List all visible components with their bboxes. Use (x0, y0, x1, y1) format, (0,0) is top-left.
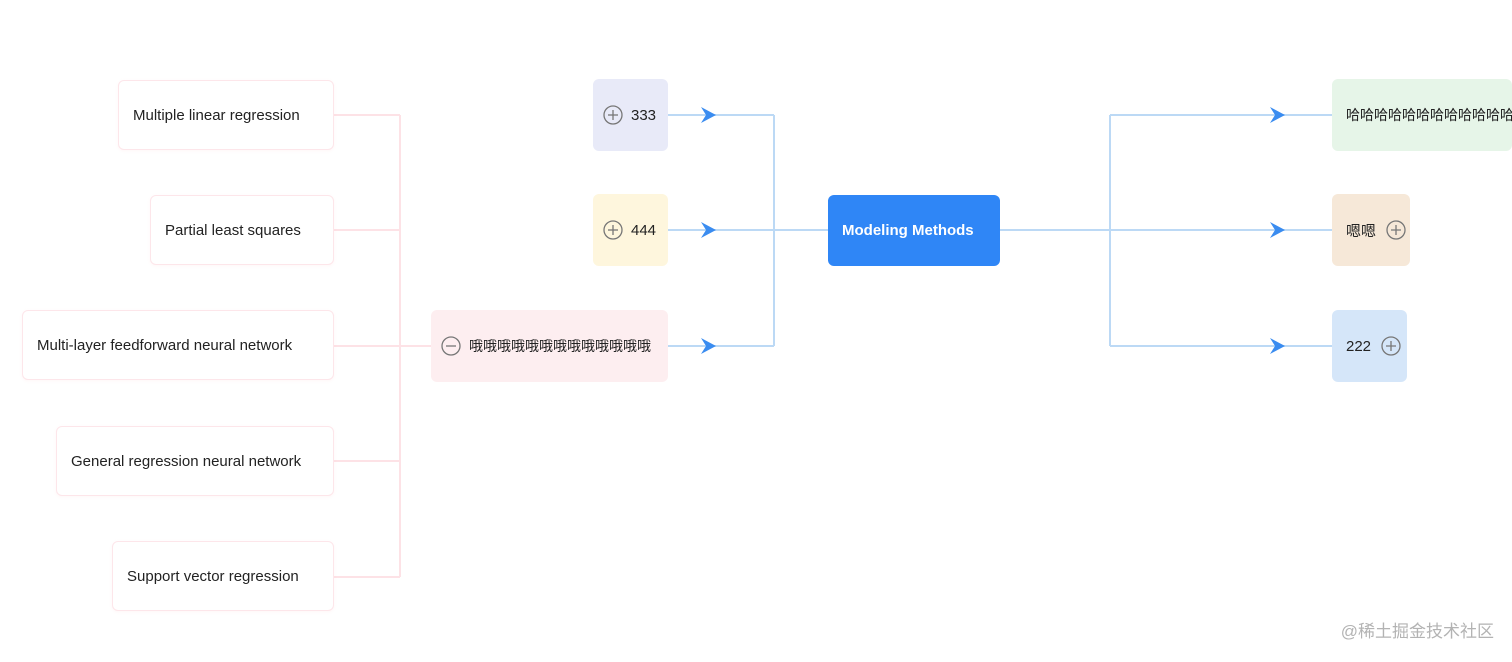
leaf-node-partial-least-squares[interactable]: Partial least squares (150, 195, 334, 265)
right-node-label: 222 (1346, 337, 1372, 355)
mid-node-label: 哦哦哦哦哦哦哦哦哦哦哦哦哦 (469, 338, 651, 354)
expand-plus-icon[interactable] (603, 105, 623, 125)
mid-node-label: 333 (631, 106, 657, 124)
leaf-node-multilayer-feedforward-nn[interactable]: Multi-layer feedforward neural network (22, 310, 334, 380)
leaf-node-support-vector-regression[interactable]: Support vector regression (112, 541, 334, 611)
expand-plus-icon[interactable] (1381, 336, 1401, 356)
center-node-label: Modeling Methods (842, 222, 974, 239)
leaf-node-label: Multi-layer feedforward neural network (37, 336, 293, 354)
watermark: @稀土掘金技术社区 (1340, 622, 1494, 641)
arrow-head-icon (701, 222, 716, 238)
right-node-222[interactable]: 222 (1332, 310, 1407, 382)
expand-plus-icon[interactable] (603, 220, 623, 240)
arrow-head-icon (1270, 222, 1285, 238)
right-node-label: 嗯嗯 (1346, 222, 1377, 240)
leaf-node-label: Support vector regression (127, 567, 299, 585)
arrow-head-icon (1270, 107, 1285, 123)
leaf-node-label: General regression neural network (71, 452, 302, 470)
leaf-node-multiple-linear-regression[interactable]: Multiple linear regression (118, 80, 334, 150)
right-node-hahaha[interactable]: 哈哈哈哈哈哈哈哈哈哈哈哈 (1332, 79, 1512, 151)
right-node-enen[interactable]: 嗯嗯 (1332, 194, 1410, 266)
arrow-head-icon (701, 107, 716, 123)
expand-plus-icon[interactable] (1386, 220, 1406, 240)
mid-node-333[interactable]: 333 (593, 79, 668, 151)
collapse-minus-icon[interactable] (441, 336, 461, 356)
arrow-head-icon (701, 338, 716, 354)
leaf-node-general-regression-nn[interactable]: General regression neural network (56, 426, 334, 496)
mid-node-444[interactable]: 444 (593, 194, 668, 266)
right-node-label: 哈哈哈哈哈哈哈哈哈哈哈哈 (1346, 107, 1512, 123)
arrow-head-icon (1270, 338, 1285, 354)
mid-node-label: 444 (631, 221, 657, 239)
leaf-node-label: Partial least squares (165, 221, 301, 239)
leaf-node-label: Multiple linear regression (133, 106, 300, 124)
mid-node-ooo[interactable]: 哦哦哦哦哦哦哦哦哦哦哦哦哦 (431, 310, 668, 382)
center-node-modeling-methods[interactable]: Modeling Methods (828, 195, 1000, 266)
